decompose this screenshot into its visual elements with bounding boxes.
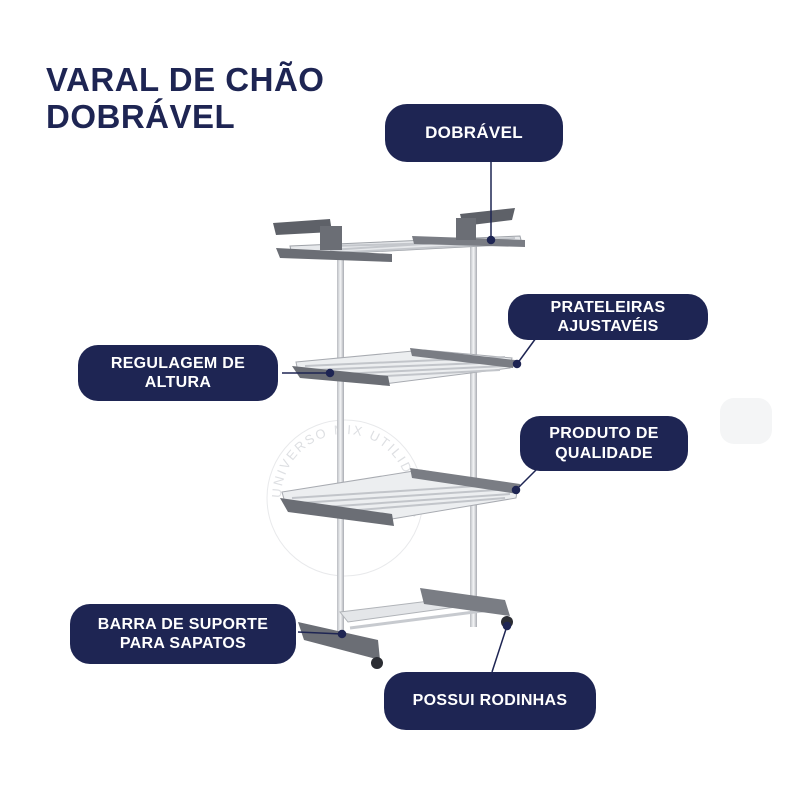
label-regulagem-line-2: ALTURA: [144, 374, 212, 391]
label-rodinhas-text: POSSUI RODINHAS: [412, 692, 568, 710]
label-prateleiras: PRATELEIRAS AJUSTAVÉIS: [508, 294, 708, 340]
label-barra: BARRA DE SUPORTE PARA SAPATOS: [70, 604, 296, 664]
label-regulagem: REGULAGEM DE ALTURA: [78, 345, 278, 401]
label-produto-line-2: QUALIDADE: [555, 444, 653, 462]
title-line-2: DOBRÁVEL: [46, 97, 236, 135]
faint-artifact: [720, 398, 772, 444]
rack-poles: [337, 242, 477, 638]
label-produto-line-1: PRODUTO DE: [549, 425, 659, 443]
label-rodinhas: POSSUI RODINHAS: [384, 672, 596, 730]
label-dobravel: DOBRÁVEL: [385, 104, 563, 162]
middle-shelf: [292, 348, 515, 386]
title-line-1: VARAL DE CHÃO: [46, 61, 325, 98]
lower-shelf: [280, 468, 520, 526]
label-barra-line-2: PARA SAPATOS: [119, 635, 247, 652]
label-barra-line-1: BARRA DE SUPORTE: [97, 615, 269, 633]
label-prateleiras-line-2: AJUSTAVÉIS: [557, 318, 659, 335]
label-produto: PRODUTO DE QUALIDADE: [520, 416, 688, 471]
rack-base: [298, 588, 513, 669]
label-prateleiras-line-1: PRATELEIRAS: [550, 298, 666, 316]
top-shelf: [273, 208, 525, 262]
product-title: VARAL DE CHÃO DOBRÁVEL: [46, 61, 325, 136]
label-regulagem-line-1: REGULAGEM DE: [110, 354, 246, 372]
label-dobravel-text: DOBRÁVEL: [425, 122, 523, 142]
